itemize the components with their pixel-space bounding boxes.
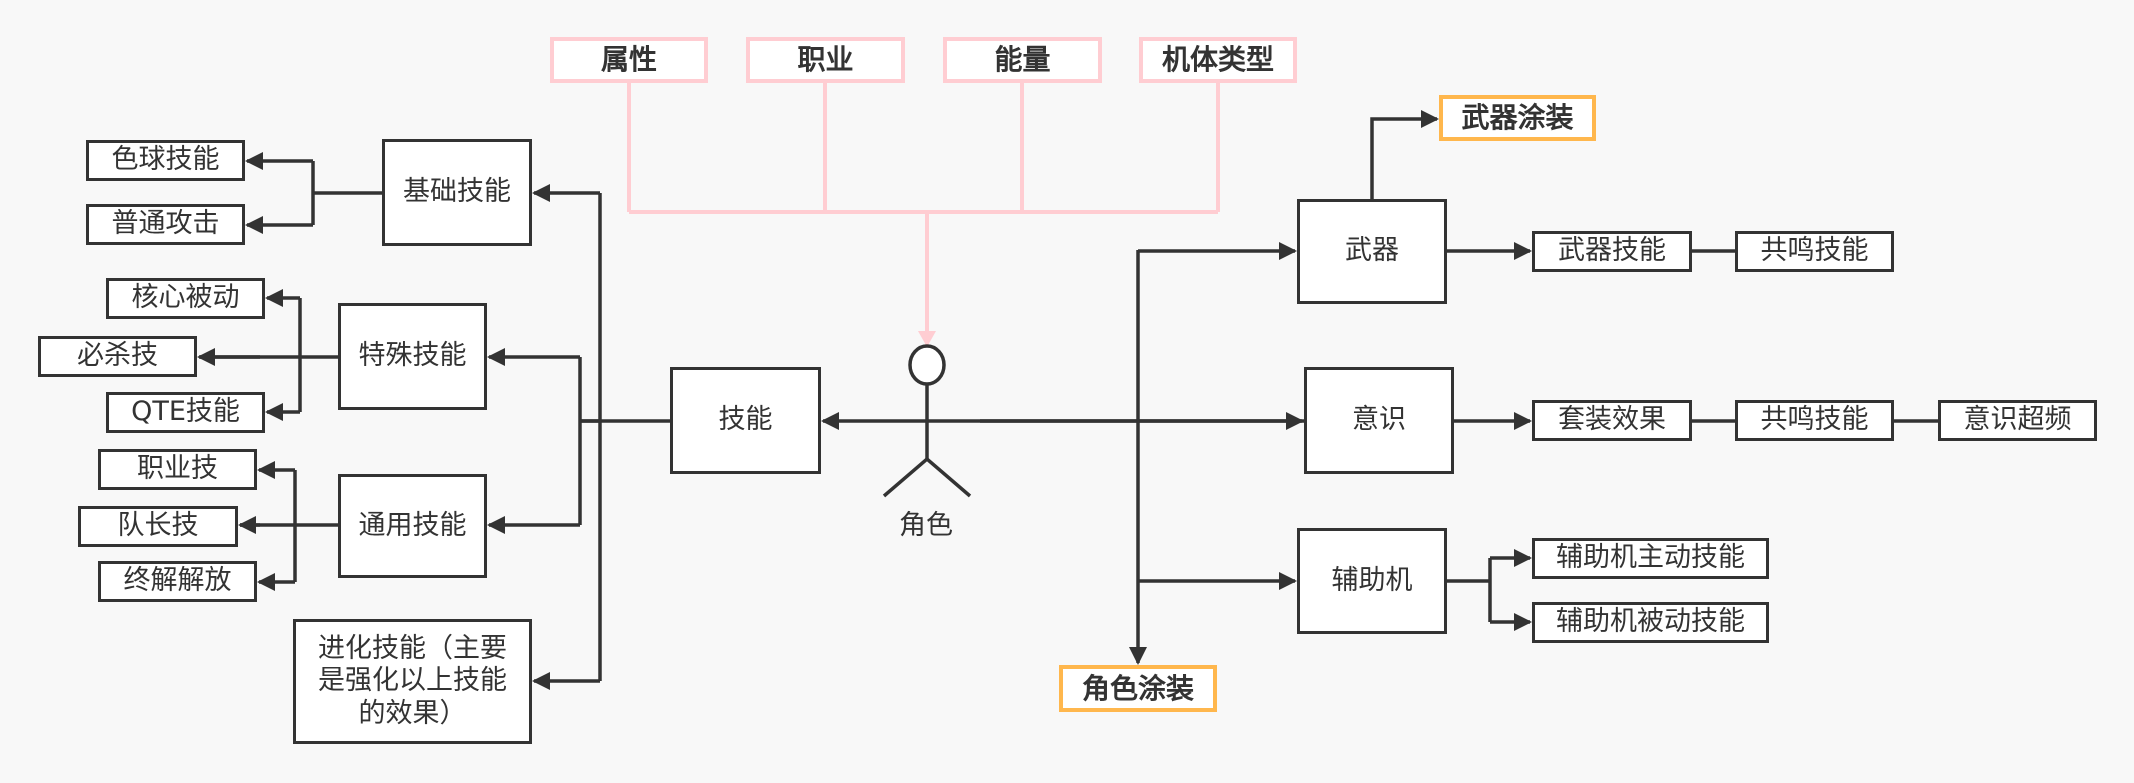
set-effect-node[interactable]: 套装效果 <box>1532 400 1692 441</box>
leader-skill-node[interactable]: 队长技 <box>78 506 238 547</box>
actor-head <box>908 344 946 386</box>
weapon-skin-node[interactable]: 武器涂装 <box>1439 95 1596 141</box>
attribute-box[interactable]: 机体类型 <box>1139 37 1297 83</box>
character-skin-node[interactable]: 角色涂装 <box>1059 665 1217 712</box>
basic-skills-node[interactable]: 基础技能 <box>382 139 532 246</box>
support-passive-node[interactable]: 辅助机被动技能 <box>1532 602 1769 643</box>
weapon-skill-node[interactable]: 武器技能 <box>1532 231 1692 272</box>
overclock-node[interactable]: 意识超频 <box>1938 400 2097 441</box>
consciousness-resonance-label: 共鸣技能 <box>1760 404 1869 436</box>
qte-skill-node[interactable]: QTE技能 <box>106 392 265 433</box>
weapon-skin-label: 武器涂装 <box>1461 101 1574 135</box>
orb-skill-label: 色球技能 <box>111 144 220 176</box>
weapon-label: 武器 <box>1345 235 1399 267</box>
attribute-connectors <box>627 83 1220 347</box>
attribute-box[interactable]: 能量 <box>943 37 1102 83</box>
general-skills-label: 通用技能 <box>358 509 467 541</box>
weapon-resonance-label: 共鸣技能 <box>1760 235 1869 267</box>
qte-skill-label: QTE技能 <box>131 396 240 428</box>
attribute-box[interactable]: 属性 <box>550 37 708 83</box>
class-skill-label: 职业技 <box>137 453 218 485</box>
character-skin-label: 角色涂装 <box>1081 671 1194 705</box>
stick-figure-icon <box>882 344 972 498</box>
support-active-label: 辅助机主动技能 <box>1556 542 1745 574</box>
skills-label: 技能 <box>718 404 773 436</box>
evolution-skills-node[interactable]: 进化技能（主要是强化以上技能的效果） <box>293 619 532 744</box>
support-active-node[interactable]: 辅助机主动技能 <box>1532 538 1769 579</box>
basic-skills-label: 基础技能 <box>403 176 511 208</box>
support-label: 辅助机 <box>1331 564 1413 596</box>
consciousness-node[interactable]: 意识 <box>1304 367 1454 474</box>
attribute-label: 能量 <box>994 43 1051 77</box>
overclock-label: 意识超频 <box>1963 404 2072 436</box>
actor-label: 角色 <box>899 510 953 541</box>
skills-node[interactable]: 技能 <box>670 367 821 474</box>
special-skills-node[interactable]: 特殊技能 <box>338 303 487 410</box>
class-skill-node[interactable]: 职业技 <box>98 449 257 490</box>
core-passive-label: 核心被动 <box>131 282 240 314</box>
ultimate-label: 必杀技 <box>77 340 158 372</box>
weapon-node[interactable]: 武器 <box>1297 199 1447 304</box>
orb-skill-node[interactable]: 色球技能 <box>86 140 245 181</box>
consciousness-label: 意识 <box>1352 404 1406 436</box>
final-release-label: 终解解放 <box>123 565 232 597</box>
attribute-label: 机体类型 <box>1161 43 1274 77</box>
attribute-label: 职业 <box>797 43 854 77</box>
set-effect-label: 套装效果 <box>1558 404 1666 436</box>
support-node[interactable]: 辅助机 <box>1297 528 1447 634</box>
support-passive-label: 辅助机被动技能 <box>1556 606 1745 638</box>
weapon-skill-label: 武器技能 <box>1558 235 1666 267</box>
general-skills-node[interactable]: 通用技能 <box>338 474 487 578</box>
basic-attack-node[interactable]: 普通攻击 <box>86 204 245 245</box>
attribute-box[interactable]: 职业 <box>746 37 905 83</box>
connector-weapon-to-skin <box>1370 110 1439 199</box>
consciousness-resonance-node[interactable]: 共鸣技能 <box>1735 400 1894 441</box>
ultimate-node[interactable]: 必杀技 <box>38 336 197 377</box>
actor-legs <box>882 456 972 498</box>
evolution-skills-label: 进化技能（主要是强化以上技能的效果） <box>318 632 507 729</box>
basic-attack-label: 普通攻击 <box>111 208 220 240</box>
leader-skill-label: 队长技 <box>117 510 199 542</box>
left-outer-bus <box>580 193 602 681</box>
attribute-label: 属性 <box>600 43 657 77</box>
connector-basic-bus <box>311 161 382 225</box>
core-passive-node[interactable]: 核心被动 <box>106 278 265 319</box>
final-release-node[interactable]: 终解解放 <box>98 561 257 602</box>
special-skills-label: 特殊技能 <box>358 340 467 372</box>
weapon-resonance-node[interactable]: 共鸣技能 <box>1735 231 1894 272</box>
connector-support-bus <box>1447 558 1492 622</box>
